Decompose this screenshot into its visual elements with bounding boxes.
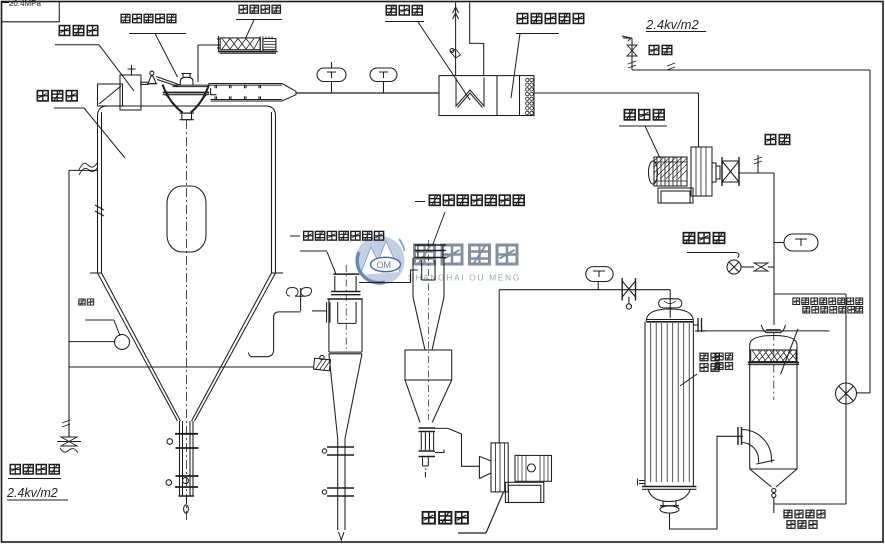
svg-text:SHANGHAI OU MENG: SHANGHAI OU MENG xyxy=(408,273,521,283)
svg-text:≥0.4MPa: ≥0.4MPa xyxy=(9,0,42,8)
svg-text:OM: OM xyxy=(377,260,392,270)
svg-text:2.4kv/m2: 2.4kv/m2 xyxy=(6,486,58,500)
svg-text:2.4kv/m2: 2.4kv/m2 xyxy=(645,17,700,32)
